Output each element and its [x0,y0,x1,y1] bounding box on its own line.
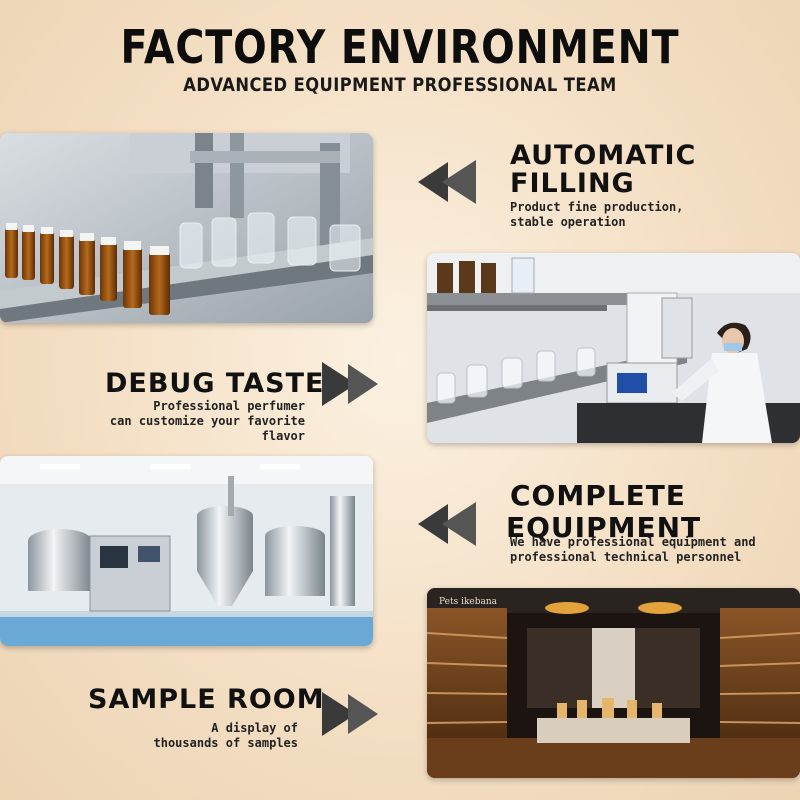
section-heading: SAMPLE ROOM [88,684,325,715]
sample-room-photo: Pets ikebana [427,588,800,778]
arrow-right-icon [318,690,380,738]
shop-sign: Pets ikebana [439,597,498,607]
section-heading: AUTOMATIC FILLING [510,140,697,199]
laboratory-photo [427,253,800,443]
arrow-left-icon [418,158,480,206]
section-heading: DEBUG TASTE [105,368,325,399]
equipment-photo [0,456,373,646]
section-description: We have professional equipment and profe… [510,535,756,564]
section-description: Professional perfumer can customize your… [109,399,305,443]
page-subtitle: ADVANCED EQUIPMENT PROFESSIONAL TEAM [183,74,617,96]
section-description: Product fine production, stable operatio… [510,200,684,229]
arrow-right-icon [318,360,380,408]
section-heading: COMPLETE EQUIPMENT [506,479,702,544]
filling-line-photo [0,133,373,323]
arrow-left-icon [418,500,480,548]
page-title: FACTORY ENVIRONMENT [120,20,680,74]
section-description: A display of thousands of samples [153,721,299,750]
